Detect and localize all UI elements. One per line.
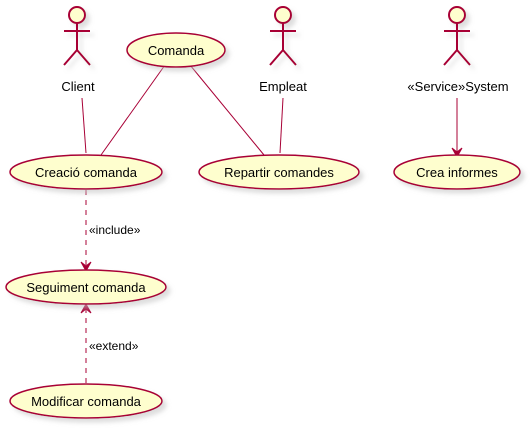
connections — [80, 64, 463, 383]
actor-empleat[interactable]: Empleat — [259, 6, 307, 94]
actor-client[interactable]: Client — [61, 6, 95, 94]
arrowhead-system-informes — [451, 147, 463, 159]
link-comanda-creacio — [100, 64, 166, 156]
usecase-creacio-comanda-label: Creació comanda — [35, 165, 138, 180]
usecase-modificar-comanda-label: Modificar comanda — [31, 394, 142, 409]
usecase-crea-informes[interactable]: Crea informes — [393, 154, 521, 190]
actor-system[interactable]: «Service»System — [407, 6, 509, 94]
usecase-comanda-label: Comanda — [148, 43, 205, 58]
link-comanda-repartir — [189, 64, 265, 156]
actor-empleat-label: Empleat — [259, 79, 307, 94]
arrowhead-extend — [80, 302, 92, 314]
usecase-comanda[interactable]: Comanda — [126, 32, 226, 68]
usecase-comanda-shape — [126, 32, 226, 68]
usecase-crea-informes-label: Crea informes — [416, 165, 498, 180]
link-empleat-repartir — [279, 97, 284, 154]
usecase-modificar-comanda-shape — [9, 383, 163, 419]
actor-client-label: Client — [61, 79, 95, 94]
include-label: «include» — [89, 223, 141, 237]
usecase-repartir-comandes[interactable]: Repartir comandes — [198, 154, 360, 190]
usecase-repartir-comandes-shape — [198, 154, 360, 190]
usecase-repartir-comandes-label: Repartir comandes — [224, 165, 334, 180]
client-stick-figure-icon — [63, 6, 91, 66]
extend-label: «extend» — [89, 339, 139, 353]
actor-system-label: «Service»System — [407, 79, 508, 94]
usecase-seguiment-comanda-shape — [5, 269, 167, 305]
empleat-stick-figure-icon — [269, 6, 297, 66]
link-client-creacio — [81, 97, 87, 154]
usecase-crea-informes-shape — [393, 154, 521, 190]
usecase-creacio-comanda[interactable]: Creació comanda — [9, 154, 163, 190]
usecase-seguiment-comanda[interactable]: Seguiment comanda — [5, 269, 167, 305]
usecase-modificar-comanda[interactable]: Modificar comanda — [9, 383, 163, 419]
usecase-seguiment-comanda-label: Seguiment comanda — [26, 280, 146, 295]
arrowhead-include — [80, 261, 92, 273]
usecase-creacio-comanda-shape — [9, 154, 163, 190]
system-stick-figure-icon — [443, 6, 471, 66]
